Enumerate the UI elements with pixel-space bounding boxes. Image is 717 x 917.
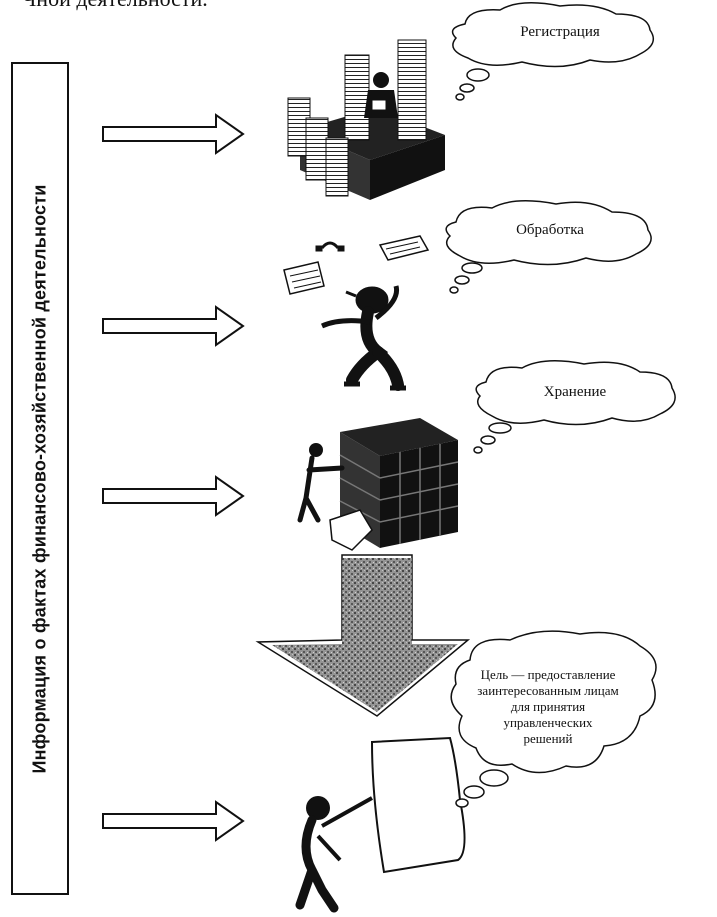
goal-line-4: управленческих bbox=[503, 715, 593, 730]
juggling-person-icon bbox=[283, 235, 430, 391]
arrow-right-4 bbox=[102, 800, 245, 842]
cloud-processing bbox=[445, 200, 652, 294]
cloud-storage bbox=[473, 360, 676, 454]
cloud-registration bbox=[451, 2, 655, 101]
presenter-icon bbox=[295, 736, 466, 913]
paper-stacks-desk-icon bbox=[287, 39, 445, 200]
filing-cabinet-icon bbox=[297, 418, 459, 551]
arrow-right-3 bbox=[102, 475, 245, 517]
goal-line-2: заинтересованным лицам bbox=[477, 683, 619, 698]
arrow-right-1 bbox=[102, 113, 245, 155]
stage-label-processing: Обработка bbox=[516, 222, 584, 238]
goal-text: Цель — предоставление заинтересованным л… bbox=[468, 667, 628, 747]
page-header-fragment: Чной деятельности. bbox=[22, 0, 208, 12]
cloud-goal bbox=[450, 630, 657, 808]
arrow-right-2 bbox=[102, 305, 245, 347]
goal-line-1: Цель — предоставление bbox=[480, 667, 616, 682]
info-sidebar: Информация о фактах финансово-хозяйствен… bbox=[11, 62, 69, 895]
stage-label-registration: Регистрация bbox=[520, 24, 600, 40]
goal-line-3: для принятия bbox=[510, 699, 586, 714]
goal-line-5: решений bbox=[523, 731, 573, 746]
stage-label-storage: Хранение bbox=[543, 384, 607, 400]
down-arrow-block bbox=[255, 554, 471, 717]
